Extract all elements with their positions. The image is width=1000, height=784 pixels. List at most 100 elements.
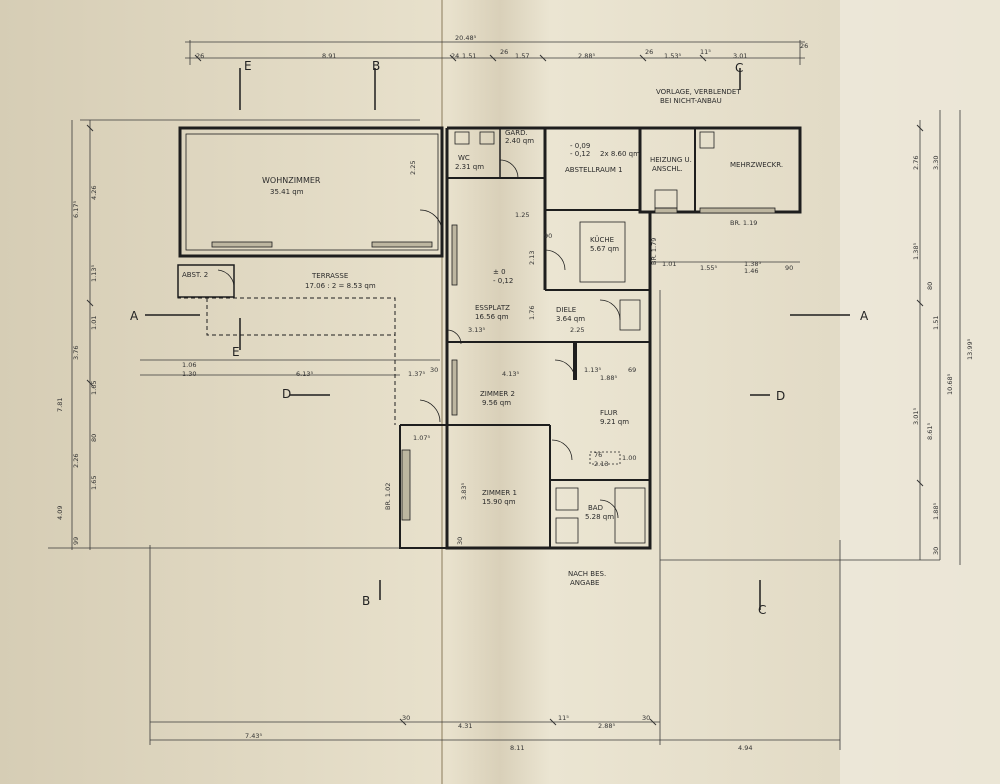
dim-right-inner-0: 3.30 [932,156,940,170]
room-terrasse-name: TERRASSE [311,272,348,280]
dim-left-inner-6: 2.26 [72,454,80,468]
left-dimension-group: 6.17⁵ 7.81 4.09 4.26 1.13⁵ 1.01 3.76 1.6… [56,186,98,545]
section-e-top: E [244,59,252,73]
room-heizung-line2: ANSCHL. [652,165,683,173]
room-zimmer1-name: ZIMMER 1 [482,489,517,497]
dim-bottom-0: 30 [402,714,410,722]
dim-misc-17: 80 [926,282,934,290]
dim-kitchen-2: 1.38⁵ [744,260,761,268]
dim-left-outer-2: 4.09 [56,506,64,520]
dim-inner-0: 4.13⁵ [502,370,519,378]
dim-inner-1: 1.37⁵ [408,370,425,378]
room-wc-area: 2.31 qm [455,163,484,171]
dim-kitchen-0: 1.01 [662,260,676,268]
section-d-right: D [776,389,785,403]
dim-misc-5: 1.13⁵ [584,366,601,374]
room-bad-name: BAD [588,504,603,512]
dim-right-inner-5: 1.88⁵ [932,503,940,520]
note-nach-line2: ANGABE [570,579,599,587]
dim-top-total: 20.48⁵ [455,34,477,42]
doors [217,159,621,519]
dim-misc-13: 1.76 [528,306,536,320]
dim-misc-3: 1.88⁵ [600,374,617,382]
section-c-bottom: C [758,603,766,617]
dimension-lines [48,40,961,750]
dim-misc-15: 3.83⁵ [460,483,468,500]
room-wohnzimmer-area: 35.41 qm [270,188,304,196]
dim-misc-10: BR. 1.79 [650,238,658,265]
dim-inner-4: 1.06 [182,361,196,369]
dim-misc-14: 1.25 [515,211,529,219]
room-abstellraum-level2: - 0,12 [570,150,590,158]
section-a-left: A [130,309,139,323]
dim-top-0: 26 [196,52,204,60]
room-flur-name: FLUR [600,409,618,417]
room-wohnzimmer-name: WOHNZIMMER [262,176,321,185]
dim-misc-2: 2.25 [570,326,584,334]
room-mehrzweck-name: MEHRZWECKR. [730,161,783,169]
room-abstellraum-name: ABSTELLRAUM 1 [565,166,623,174]
room-kueche-name: KÜCHE [590,235,614,244]
dim-misc-8: 1.00 [622,454,636,462]
dim-right-inner-6: 30 [932,547,940,555]
room-essplatz-name: ESSPLATZ [475,304,510,312]
dim-top-6: 2.88⁵ [578,52,595,60]
dimension-ticks [86,54,924,726]
dim-misc-7: 2.13 [594,460,608,468]
dim-right-outer-2: 8.61⁵ [926,423,934,440]
dim-bottom-2: 11⁵ [558,714,569,722]
section-b-top: B [372,59,380,73]
dim-left-inner-7: 1.65 [90,476,98,490]
room-wc-name: WC [458,154,470,162]
dim-misc-1: 3.13⁵ [468,326,485,334]
section-markers [145,68,850,610]
note-nach-line1: NACH BES. [568,570,606,578]
room-gard-area: 2.40 qm [505,137,534,145]
dim-right-inner-4: 3.01⁵ [912,408,920,425]
dim-misc-6: 76 [594,451,602,459]
room-bad-area: 5.28 qm [585,513,614,521]
dim-left-inner-5: 80 [90,434,98,442]
note-vorlage-line2: BEI NICHT-ANBAU [660,97,722,105]
right-dimension-group: 13.99⁵ 10.68⁵ 8.61⁵ 3.30 2.76 1.38⁵ 1.51… [912,156,974,555]
room-diele-name: DIELE [556,306,576,314]
dim-kitchen-3: 1.46 [744,267,758,275]
dim-bottom-total-1: 8.11 [510,744,524,752]
dim-bottom-1: 4.31 [458,722,472,730]
room-zimmer2-name: ZIMMER 2 [480,390,515,398]
room-flur-area: 9.21 qm [600,418,629,426]
dim-inner-5: 1.30 [182,370,196,378]
room-terrasse-area: 17.06 : 2 = 8.53 qm [305,282,376,290]
note-vorlage-line1: VORLAGE, VERBLENDET [656,88,741,96]
level-minus: - 0,12 [493,277,513,285]
dim-inner-2: 30 [430,366,438,374]
dim-bottom-total-2: 4.94 [738,744,752,752]
dim-misc-12: 2.13 [528,251,536,265]
dim-top-1: 8.91 [322,52,336,60]
dim-misc-9: BR. 1.19 [730,219,757,227]
dim-right-inner-3: 1.51 [932,316,940,330]
dim-misc-18: 90 [544,232,552,240]
dim-left-inner-0: 4.26 [90,186,98,200]
section-e-bottom: E [232,345,240,359]
dim-kitchen-1: 1.55⁵ [700,264,717,272]
dim-top-5: 1.57 [515,52,529,60]
dim-left-inner-3: 3.76 [72,346,80,360]
section-c-top: C [735,61,743,75]
dim-left-outer-0: 6.17⁵ [72,201,80,218]
dim-right-outer-0: 13.99⁵ [966,338,974,360]
dim-bottom-3: 2.88⁵ [598,722,615,730]
room-abstellraum-area: 2x 8.60 qm [600,150,640,158]
dim-bottom-total-0: 7.43⁵ [245,732,262,740]
dim-top-10: 3.01 [733,52,747,60]
dim-misc-4: 69 [628,366,636,374]
section-a-right: A [860,309,869,323]
dim-left-inner-2: 1.01 [90,316,98,330]
dim-inner-3: 6.13⁵ [296,370,313,378]
room-zimmer1-area: 15.90 qm [482,498,516,506]
dim-top-3: 1.51 [462,52,476,60]
room-gard-name: GARD. [505,129,528,137]
dim-misc-0: 2.25 [409,161,417,175]
